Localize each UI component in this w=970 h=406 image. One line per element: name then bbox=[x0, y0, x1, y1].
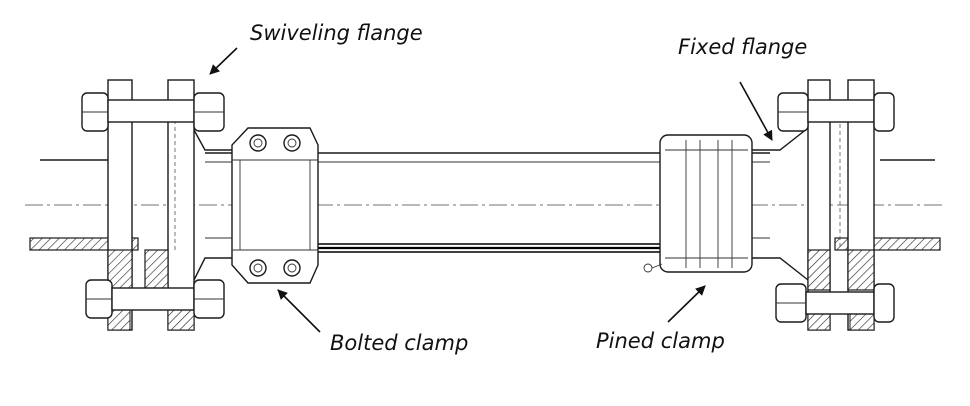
label-bolted-clamp: Bolted clamp bbox=[330, 331, 468, 355]
pined-clamp-body bbox=[643, 134, 753, 273]
pipe bbox=[25, 152, 945, 253]
callout-arrows bbox=[209, 47, 773, 333]
bolted-clamp-body bbox=[231, 127, 319, 284]
arrow-swiveling-flange bbox=[209, 47, 238, 75]
arrow-fixed-flange bbox=[739, 81, 773, 141]
arrow-bolted-clamp bbox=[277, 289, 321, 333]
fixed-flange-assembly bbox=[752, 79, 895, 331]
label-swiveling-flange: Swiveling flange bbox=[250, 21, 423, 45]
label-fixed-flange: Fixed flange bbox=[678, 35, 807, 59]
arrow-pined-clamp bbox=[667, 285, 706, 323]
swiveling-flange-assembly bbox=[81, 79, 235, 331]
label-pined-clamp: Pined clamp bbox=[596, 329, 725, 353]
